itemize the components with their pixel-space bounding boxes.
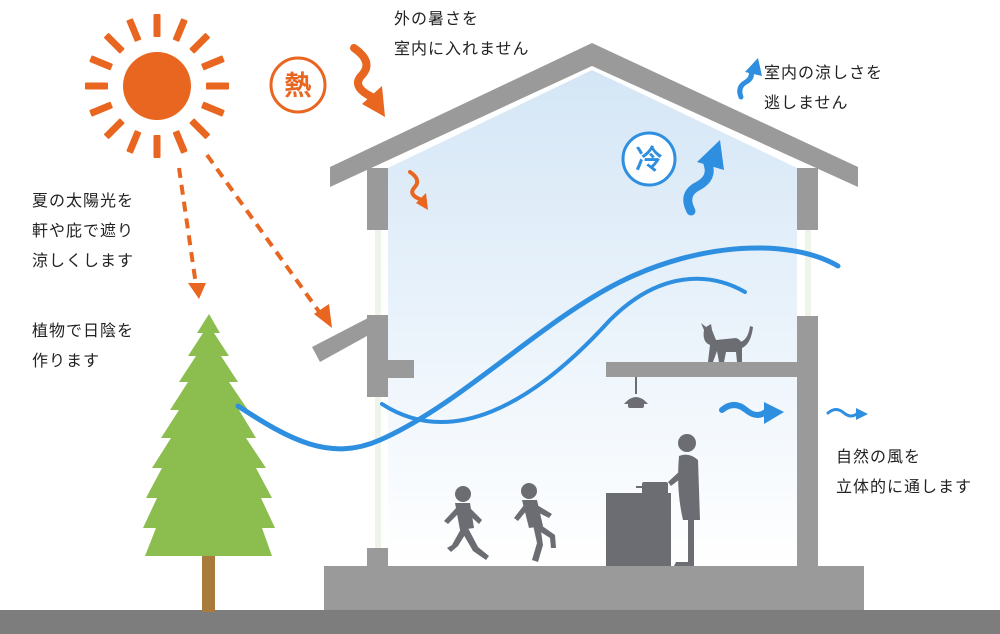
wind-stream-icon [235,245,841,452]
kitchen-counter-icon [606,482,671,566]
caption-summer-sun-line2: 軒や庇で遮り [32,221,135,240]
cool-badge-label: 冷 [636,145,663,176]
heat-wave-arrow-small [408,170,428,210]
right-wall-upper [797,168,818,230]
heat-badge: 熱 [269,56,327,114]
caption-natural-wind-line1: 自然の風を [836,447,922,466]
sun-ray [189,118,210,139]
window-glass-upper [375,230,381,315]
cool-wave-arrow-icon [683,140,724,216]
right-wall-lower [797,316,818,568]
foundation [324,566,864,612]
caption-plants-shade-line2: 作ります [32,351,101,370]
house-structure [312,43,864,612]
tree-foliage [143,314,275,556]
child-silhouette-2 [514,483,556,562]
sun-ray [89,101,113,117]
sun-ray [206,82,229,90]
caption-heat-outside-line1: 外の暑さを [394,9,480,28]
sun-ray [201,101,225,117]
sun-ray [172,18,188,42]
cool-wave-arrow-small [737,58,762,100]
sun-ray [189,33,210,54]
ground-line [0,610,1000,634]
left-wall-middle [367,315,388,397]
loft-floor [606,362,797,377]
cat-icon [701,323,753,362]
caption-plants-shade-line1: 植物で日陰を [32,321,135,340]
caption-plants-shade: 植物で日陰を 作ります [32,316,134,376]
sun-ray [153,135,161,158]
caption-summer-sun-line1: 夏の太陽光を [32,191,135,210]
heat-wave-arrow-icon [350,44,385,117]
sun-ray [172,130,188,154]
caption-heat-outside-line2: 室内に入れません [394,39,530,58]
tree-trunk [202,550,215,612]
caption-cool-inside: 室内の涼しさを 逃しません [764,58,883,118]
cool-badge: 冷 [621,131,677,187]
pendant-lamp-icon [624,377,648,408]
left-wall-upper [367,168,388,230]
person-icon [668,434,700,566]
window-eave [312,318,376,362]
sun-ray [104,33,125,54]
caption-summer-sun: 夏の太陽光を 軒や庇で遮り 涼しくします [32,186,134,276]
window-sill [388,360,414,378]
sun-ray [89,55,113,71]
caption-natural-wind: 自然の風を 立体的に通します [836,442,972,502]
sun-ray [153,14,161,37]
child-silhouette-1 [444,486,489,560]
sun-ray [104,118,125,139]
caption-natural-wind-line2: 立体的に通します [836,477,973,496]
sun-disc [123,52,191,120]
wind-arrow-interior [719,402,784,424]
caption-heat-outside: 外の暑さを 室内に入れません [394,4,530,64]
caption-cool-inside-line1: 室内の涼しさを [764,63,884,82]
house-interior [388,70,797,566]
sun-icon [85,14,229,158]
sun-ray [126,130,142,154]
sunlight-rays [177,153,332,328]
caption-summer-sun-line3: 涼しくします [32,251,135,270]
caption-cool-inside-line2: 逃しません [764,93,849,112]
window-glass-lower [375,397,381,548]
heat-badge-label: 熱 [285,71,312,102]
sun-ray [85,82,108,90]
window-glass-right [805,230,811,316]
tree-icon [143,314,275,612]
wind-arrow-exterior [826,408,868,420]
sun-ray [201,55,225,71]
left-wall-lower [367,548,388,568]
sun-ray [126,18,142,42]
